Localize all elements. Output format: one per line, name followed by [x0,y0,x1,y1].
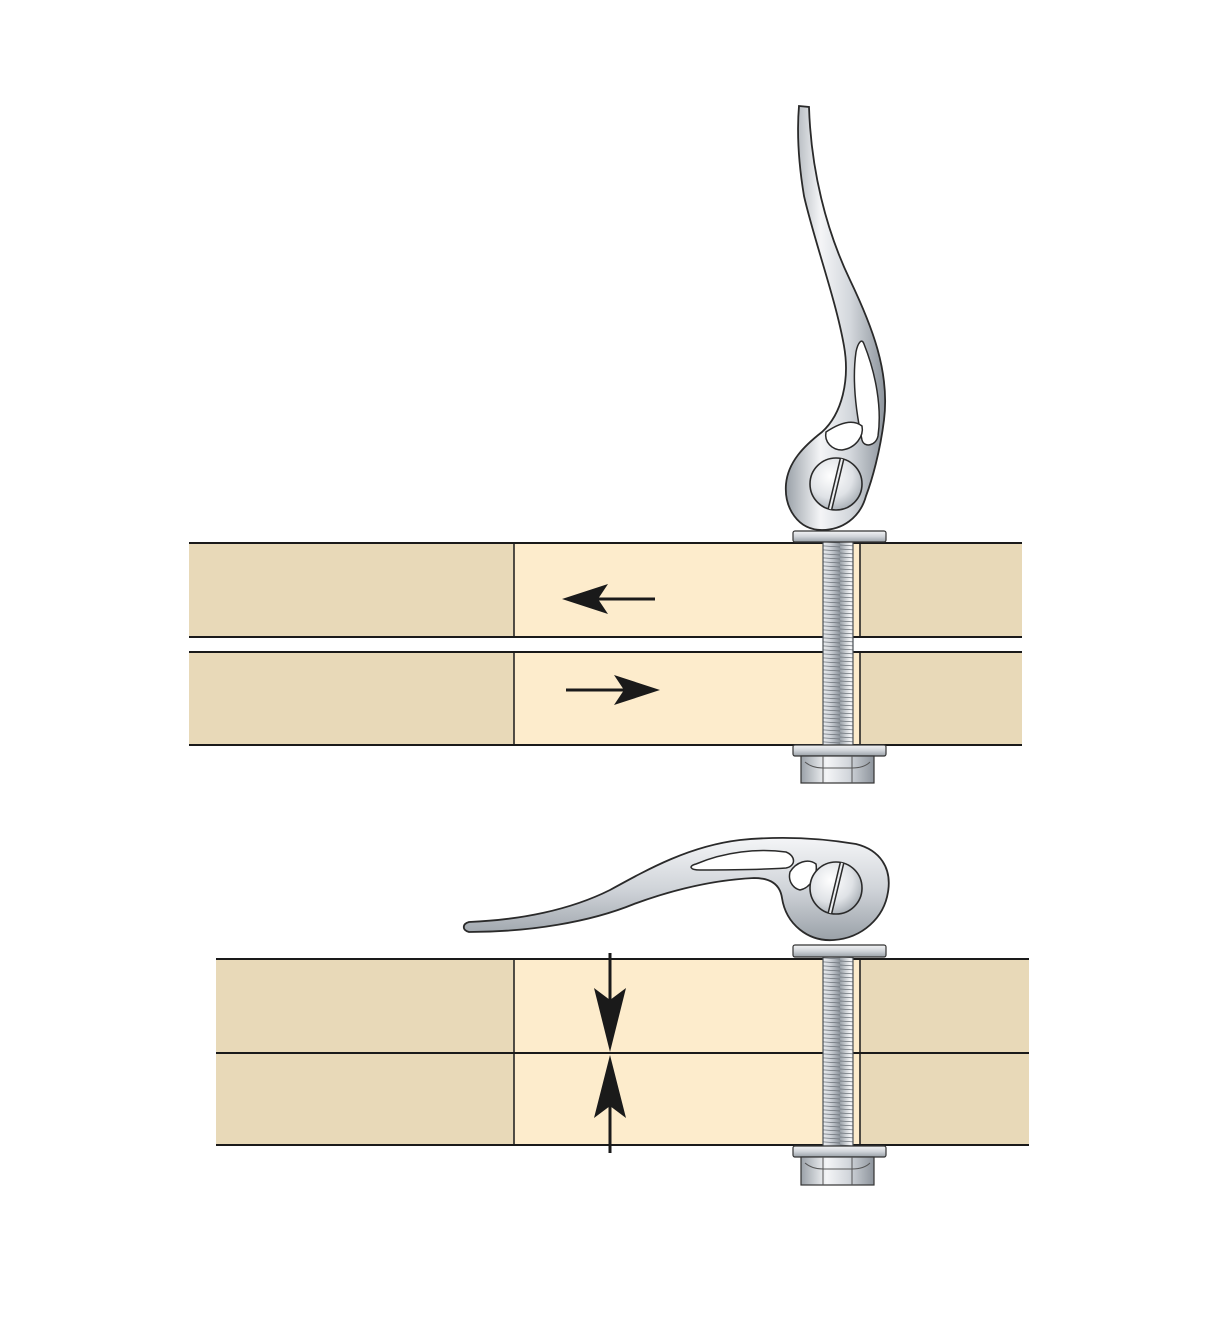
bolt-icon [822,951,854,1150]
board-right-section [860,652,1022,745]
board-overlap-section [514,959,860,1053]
board-right-section [860,959,1029,1053]
board-overlap-section [514,1053,860,1145]
upper-board [189,542,1022,638]
board-overlap-section [514,543,860,637]
lower-board [189,651,1022,746]
board-left-section [216,959,514,1053]
lower-board [216,1053,1029,1145]
upper-board [216,959,1029,1053]
washer-icon [792,744,887,757]
board-overlap-section [514,652,860,745]
washer-icon [792,1145,887,1158]
screw-head-icon [809,457,863,511]
arrow-up-icon [594,1055,626,1153]
bolt-icon [822,535,854,751]
board-left-section [189,543,514,637]
arrow-down-icon [594,953,626,1052]
screw-head-icon [809,861,863,915]
panel-closed [216,837,1029,1186]
hex-nut-icon [800,755,875,784]
board-right-section [860,1053,1029,1145]
arrow-right-icon [566,675,660,705]
washer-icon [792,530,887,543]
panel-open [189,105,1022,784]
cam-lever-icon [462,837,890,941]
board-left-section [189,652,514,745]
board-left-section [216,1053,514,1145]
arrow-left-icon [562,584,655,614]
hex-nut-icon [800,1156,875,1186]
cam-lever-icon [785,105,887,531]
board-right-section [860,543,1022,637]
washer-icon [792,944,887,958]
